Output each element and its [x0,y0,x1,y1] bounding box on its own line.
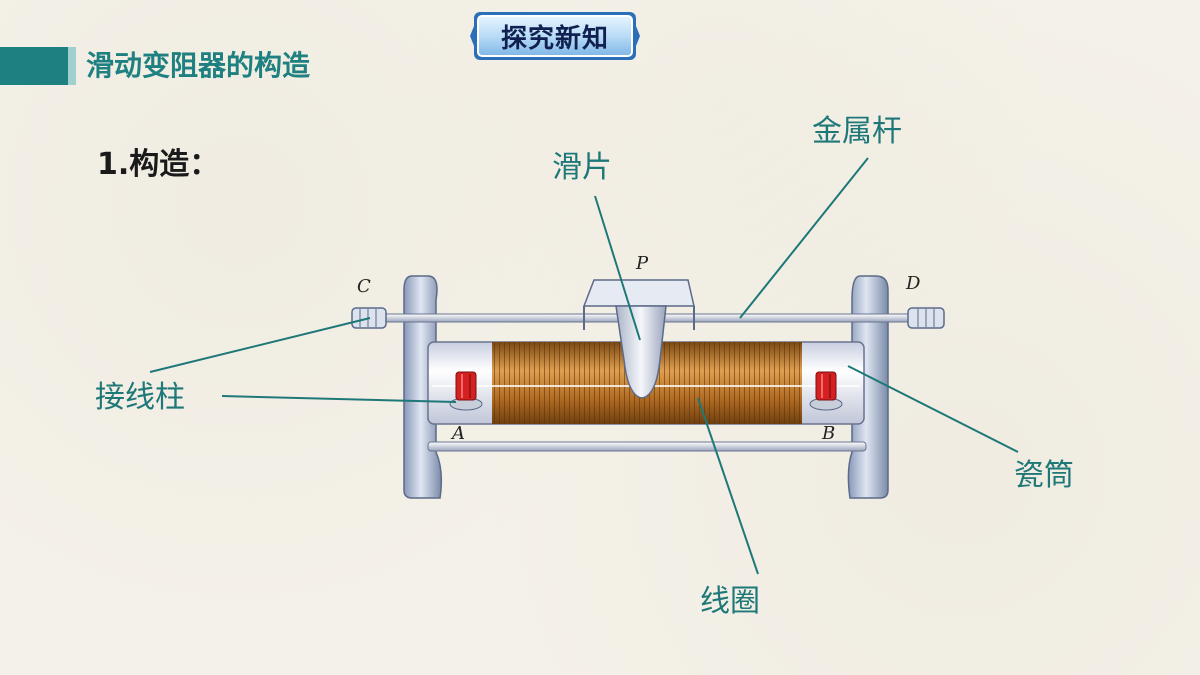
letter-a: A [452,423,465,444]
label-metal-rod: 金属杆 [812,114,902,149]
letter-d: D [906,273,921,294]
title-accent-bar [0,47,68,85]
leader-lines [149,157,1019,575]
terminal-a [449,371,483,411]
label-coil: 线圈 [700,584,760,619]
subheading: 1.构造： [97,147,220,182]
slider [582,279,695,399]
terminal-b [809,371,843,411]
badge-frame [470,12,640,60]
terminal-d-knob [907,307,945,329]
label-slider: 滑片 [552,150,612,185]
bottom-rod [427,441,867,452]
section-title: 滑动变阻器的构造 [86,49,311,82]
letter-p: P [636,253,649,274]
letter-b: B [822,423,836,444]
title-accent-stripe [68,47,76,85]
letter-c: C [357,276,371,297]
label-porcelain-tube: 瓷筒 [1014,458,1074,493]
label-terminal: 接线柱 [95,380,185,415]
badge-label: 探究新知 [500,23,609,54]
